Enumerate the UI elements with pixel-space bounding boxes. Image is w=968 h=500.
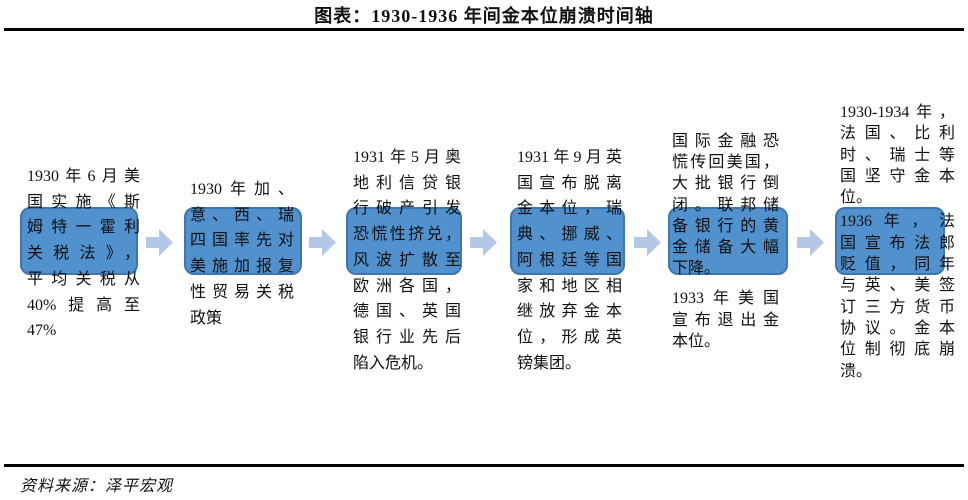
timeline-text-line: 金储备大幅: [672, 239, 779, 257]
timeline-text-line: 1930年6月美: [27, 168, 140, 185]
arrow-right-icon: [797, 229, 824, 256]
arrow-right-icon: [309, 229, 336, 256]
timeline-box-5: [668, 207, 788, 275]
timeline-text-line: 国宣布脱离: [517, 174, 622, 192]
timeline-text-line: 恐慌性挤兑，: [353, 226, 461, 244]
timeline-text-line: 政策: [190, 309, 223, 327]
timeline-text-line: 地利信贷银: [353, 174, 461, 192]
timeline-text-line: 位。: [840, 189, 873, 207]
timeline-text-line: 金本位，瑞: [517, 200, 622, 218]
timeline-text-line: 德国、英国: [353, 303, 461, 321]
data-source-note: 资料来源：泽平宏观: [20, 478, 174, 495]
timeline-text-line: 风波扩散至: [353, 251, 461, 269]
timeline-text-line: 陷入危机。: [353, 354, 434, 372]
timeline-box-4: [510, 207, 625, 275]
timeline-text-line: 1931年5月奥: [353, 149, 461, 166]
timeline-text-line: 美施加报复: [190, 258, 294, 276]
arrow-right-icon: [470, 229, 497, 256]
timeline-text-line: 宣布退出金: [672, 311, 779, 329]
timeline-text-line: 时、瑞士等: [840, 146, 955, 164]
timeline-text-line: 阿根廷等国: [517, 251, 622, 269]
timeline-text-line: 关税法》，: [27, 245, 140, 263]
timeline-text-line: 国际金融恐: [672, 133, 779, 150]
timeline-text-line: 协议。金本: [840, 319, 955, 337]
timeline-step-text-2: 1930年加、意、西、瑞四国率先对美施加报复性贸易关税政策: [190, 177, 294, 331]
timeline-text-line: 意、西、瑞: [190, 206, 294, 224]
timeline-text-line: 四国率先对: [190, 232, 294, 250]
timeline-box-6: [835, 207, 945, 275]
timeline-text-line: 1936年，法: [840, 213, 955, 231]
timeline-step-text-4: 1931年9月英国宣布脱离金本位，瑞典、挪威、阿根廷等国家和地区相继放弃金本位，…: [517, 145, 622, 376]
timeline-text-line: 订三方货币: [840, 298, 955, 316]
title-divider: [4, 28, 964, 31]
timeline-text-line: 溃。: [840, 362, 873, 380]
timeline-text-line: 姆特一霍利: [27, 219, 140, 237]
timeline-text-line: 欧洲各国，: [353, 277, 461, 295]
timeline-step-text-1: 1930年6月美国实施《斯姆特一霍利关税法》， 平均关税从 40%提高至 47%: [27, 164, 140, 344]
timeline-text-line: 本位。: [672, 332, 721, 350]
timeline-text-line: 贬值，同年: [840, 256, 955, 274]
timeline-box-2: [184, 207, 302, 275]
timeline-text-line: 大批银行倒: [672, 175, 779, 193]
timeline-step-text-5: 国际金融恐慌传回美国， 大批银行倒闭。联邦储备银行的黄金储备大幅下降。 1933年美…: [672, 131, 779, 352]
timeline-box-3: [346, 207, 462, 275]
timeline-text-line: 镑集团。: [517, 354, 582, 372]
timeline-text-line: 国实施《斯: [27, 193, 140, 211]
timeline-text-line: 继放弃金本: [517, 303, 622, 321]
timeline-text-line: 国宣布法郎: [840, 234, 955, 252]
timeline-text-line: 家和地区相: [517, 277, 622, 295]
timeline-text-line: 与英、美签: [840, 277, 955, 295]
timeline-text-line: 位制彻底崩: [840, 341, 955, 359]
timeline-text-line: 慌传回美国，: [672, 154, 779, 172]
timeline-text-line: 下降。: [672, 260, 721, 278]
timeline-text-line: 行破产引发: [353, 200, 461, 218]
timeline-text-line: 1930-1934年，: [840, 104, 955, 121]
timeline-text-line: 国坚守金本: [840, 167, 955, 185]
timeline-text-line: 法国、比利: [840, 125, 955, 143]
timeline-box-1: [20, 207, 138, 275]
timeline-step-text-6: 1930-1934年， 法国、比利时、瑞士等国坚守金本位。 1936年，法国宣布法郎…: [840, 102, 955, 382]
timeline-text-line: 1930年加、: [190, 181, 294, 198]
timeline-text-line: 平均关税从: [27, 270, 140, 288]
timeline-text-line: 性贸易关税: [190, 283, 294, 301]
timeline-text-line: 1931年9月英: [517, 149, 622, 166]
timeline-text-line: 1933年美国: [672, 290, 779, 308]
timeline-text-line: 47%: [27, 322, 57, 340]
timeline-text-line: 40%提高至: [27, 296, 140, 314]
timeline-step-text-3: 1931年5月奥地利信贷银行破产引发恐慌性挤兑， 风波扩散至欧洲各国， 德国、英国银…: [353, 145, 461, 376]
arrow-right-icon: [146, 229, 173, 256]
timeline-text-line: 银行业先后: [353, 328, 461, 346]
timeline-text-line: 典、挪威、: [517, 226, 622, 244]
timeline-text-line: 位，形成英: [517, 328, 622, 346]
arrow-right-icon: [634, 229, 661, 256]
timeline-text-line: 备银行的黄: [672, 217, 779, 235]
footer-divider: [4, 464, 964, 467]
timeline-text-line: 闭。联邦储: [672, 196, 779, 214]
page-title: 图表：1930-1936 年间金本位崩溃时间轴: [314, 6, 654, 26]
